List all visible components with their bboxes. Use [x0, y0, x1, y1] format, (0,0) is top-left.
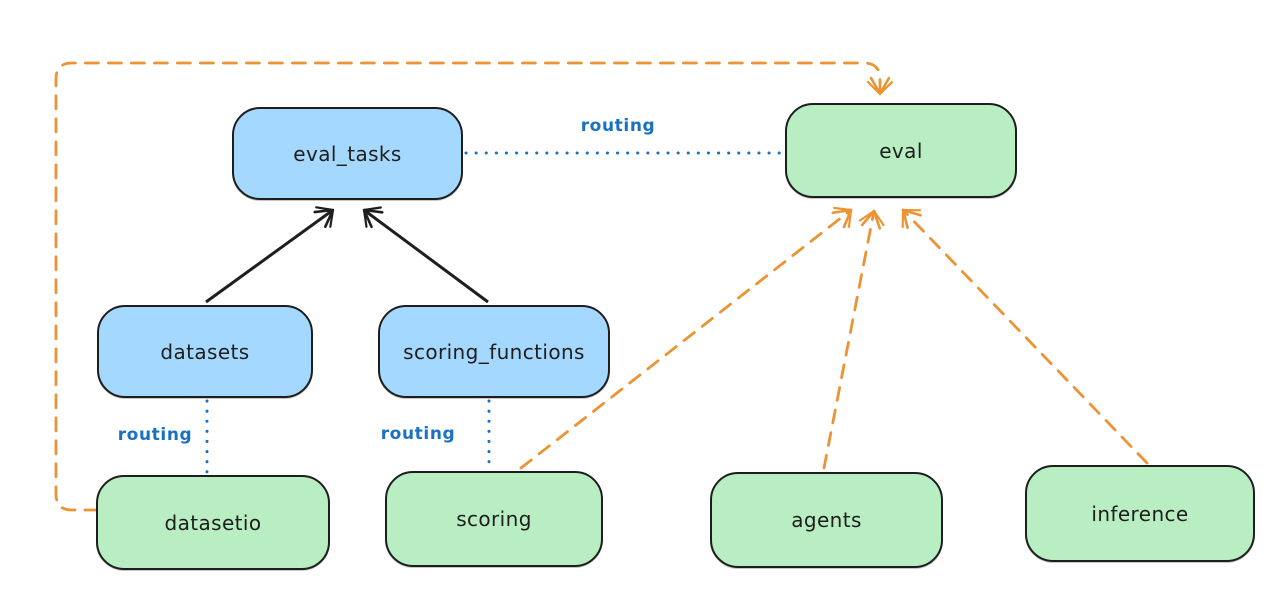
node-eval-label: eval	[879, 138, 923, 163]
edge-datasets-evaltasks	[205, 206, 335, 304]
node-datasets-label: datasets	[160, 339, 250, 364]
node-datasets: datasets	[97, 305, 313, 398]
edge-label-routing-evaltasks-eval: routing	[580, 116, 656, 136]
edge-label-routing-datasets-datasetio: routing	[117, 425, 193, 445]
edge-scoringfunctions-evaltasks	[362, 206, 489, 304]
node-eval-tasks-label: eval_tasks	[293, 141, 402, 166]
node-agents: agents	[710, 472, 943, 568]
edge-agents-eval	[822, 209, 885, 470]
node-inference-label: inference	[1091, 501, 1189, 526]
node-eval-tasks: eval_tasks	[232, 107, 463, 200]
node-datasetio-label: datasetio	[164, 510, 262, 535]
edge-scoring-eval	[519, 206, 853, 470]
node-scoring-functions-label: scoring_functions	[403, 339, 585, 364]
node-scoring-functions: scoring_functions	[378, 305, 610, 398]
node-scoring-label: scoring	[456, 507, 532, 531]
edge-inference-eval	[901, 208, 1149, 465]
node-agents-label: agents	[791, 508, 862, 532]
edge-datasetio-eval	[54, 61, 894, 512]
edge-label-routing-scoringfunctions-scoring: routing	[380, 424, 456, 444]
node-inference: inference	[1025, 465, 1255, 562]
node-datasetio: datasetio	[96, 475, 330, 570]
node-eval: eval	[785, 103, 1017, 198]
node-scoring: scoring	[385, 471, 603, 567]
